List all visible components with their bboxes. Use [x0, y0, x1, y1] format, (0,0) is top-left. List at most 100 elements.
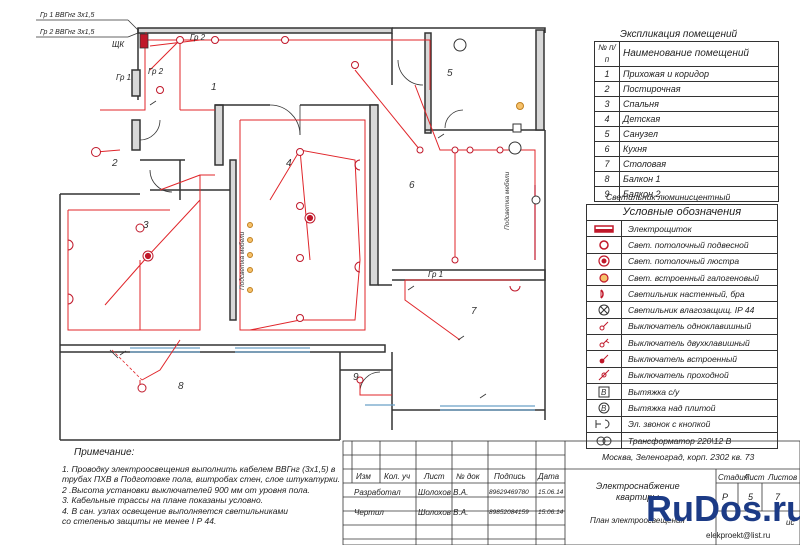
recessed-switch-icon [599, 354, 609, 364]
transformer-icon [596, 436, 612, 445]
note-line: 3. Кабельные трассы на плане показаны ус… [62, 495, 264, 505]
legend-item: Свет. встроенный галогеновый [587, 269, 777, 287]
row-no: 9 [594, 186, 620, 202]
explication-header-no: № п/п [594, 41, 620, 67]
row-name: Спальня [619, 96, 779, 112]
legend-item: Выключатель проходной [587, 367, 777, 384]
stamp-sheets-label: Листов [768, 473, 798, 482]
notes-title: Примечание: [74, 447, 135, 458]
legend-item: Выключатель встроенный [587, 351, 777, 368]
legend-text: Свет. потолочный подвесной [628, 239, 749, 250]
legend-item: Светильник настенный, бра [587, 286, 777, 303]
legend-text: Свет. потолочный люстра [628, 256, 740, 267]
stamp-row1-role: Разработал [354, 488, 401, 497]
explication-header-name: Наименование помещений [619, 41, 779, 67]
explication-title: Экспликация помещений [620, 29, 738, 40]
legend-item: Выключатель одноклавишный [587, 318, 777, 336]
legend-item: Электрощиток [587, 221, 777, 238]
group-label-gr2-b: Гр 2 [148, 67, 164, 76]
legend-text: Выключатель встроенный [628, 354, 738, 365]
legend-text: Выключатель двухклавишный [628, 337, 750, 348]
stamp-title-line2: квартиры [616, 492, 659, 502]
double-switch-icon [599, 338, 610, 348]
stamp-col-data: Дата [538, 472, 560, 481]
waterproof-light-icon [598, 304, 610, 316]
row-no: 4 [594, 111, 620, 127]
group-label-gr2-a: Гр 2 [190, 33, 206, 42]
legend-text: Светильник настенный, бра [628, 288, 745, 299]
legend-text: Вытяжка с/у [628, 386, 680, 397]
stamp-col-izm: Изм [356, 472, 371, 481]
room-number-7: 7 [471, 306, 477, 317]
legend-text: Эл. звонок с кнопкой [628, 419, 711, 430]
row-name: Санузел [619, 126, 779, 142]
recessed-halogens [247, 102, 524, 293]
room-number-4: 4 [286, 158, 292, 169]
room-number-2: 2 [112, 158, 118, 169]
row-no: 3 [594, 96, 620, 112]
luminaire-note: Светильник люминисцентный [606, 192, 731, 202]
stamp-col-podpis: Подпись [494, 472, 526, 481]
doors [109, 59, 464, 393]
legend-item: B Вытяжка с/у [587, 383, 777, 401]
windows [130, 347, 535, 411]
note-line: со степенью защиты не менее І Р 44. [62, 516, 217, 526]
cooker-hood-icon: B [598, 402, 610, 414]
feeder-lines [36, 19, 139, 38]
room-number-3: 3 [143, 220, 149, 231]
room-number-6: 6 [409, 180, 415, 191]
switches [119, 100, 487, 399]
room-number-8: 8 [178, 381, 184, 392]
watermark-email: elekproekt@list.ru [706, 531, 771, 540]
legend-item: Эл. звонок с кнопкой [587, 416, 777, 433]
legend: Условные обозначения Электрощиток Свет. … [586, 204, 778, 450]
stamp-stage-label: Стадия [718, 473, 748, 482]
stamp-row2-date: 15.06.14 [538, 509, 564, 516]
panel-symbol-icon [594, 224, 614, 233]
legend-text: Электрощиток [628, 223, 692, 234]
group-label-gr1-a: Гр 1 [116, 73, 132, 82]
doorbell-icon [595, 419, 610, 429]
walls [59, 27, 546, 441]
row-name: Столовая [619, 156, 779, 172]
row-name: Кухня [619, 141, 779, 157]
balcony-cable [111, 349, 143, 381]
stamp-sheet-label: Лист [744, 473, 765, 482]
legend-item: Трансформатор 220\12 В [587, 432, 777, 449]
stamp-sheet-value: 5 [748, 492, 754, 502]
svg-text:B: B [601, 388, 607, 397]
wall-sconce-icon [600, 289, 604, 299]
row-no: 5 [594, 126, 620, 142]
note-line: 2 .Высота установки выключателей 900 мм … [62, 484, 310, 495]
row-no: 8 [594, 171, 620, 187]
legend-text: Трансформатор 220\12 В [628, 435, 732, 446]
stamp-stage-value: Р [722, 492, 729, 502]
stamp-address: Москва, Зеленоград, корп. 2302 кв. 73 [602, 452, 755, 462]
room-number-1: 1 [211, 82, 217, 93]
electrical-panel-icon [139, 33, 149, 49]
stamp-col-list: Лист [424, 472, 445, 481]
stamp-title-line1: Электроснабжение [596, 481, 680, 491]
svg-text:B: B [601, 404, 607, 413]
stamp-plan-caption: План электроосвещения [590, 516, 685, 525]
furniture-backlight-label-1: Подсветка мебели [238, 231, 246, 290]
legend-text: Светильник влагозащищ. IP 44 [628, 305, 755, 316]
legend-title: Условные обозначения [587, 205, 777, 221]
row-name: Балкон 2 [619, 186, 779, 202]
feeder-label-gr1: Гр 1 ВВГнг 3х1,5 [40, 12, 95, 19]
row-no: 6 [594, 141, 620, 157]
legend-item: Светильник влагозащищ. IP 44 [587, 302, 777, 319]
row-no: 7 [594, 156, 620, 172]
row-name: Балкон 1 [619, 171, 779, 187]
legend-text: Выключатель одноклавишный [628, 321, 752, 332]
panel-label: ЩК [112, 40, 125, 49]
row-no: 1 [594, 66, 620, 82]
